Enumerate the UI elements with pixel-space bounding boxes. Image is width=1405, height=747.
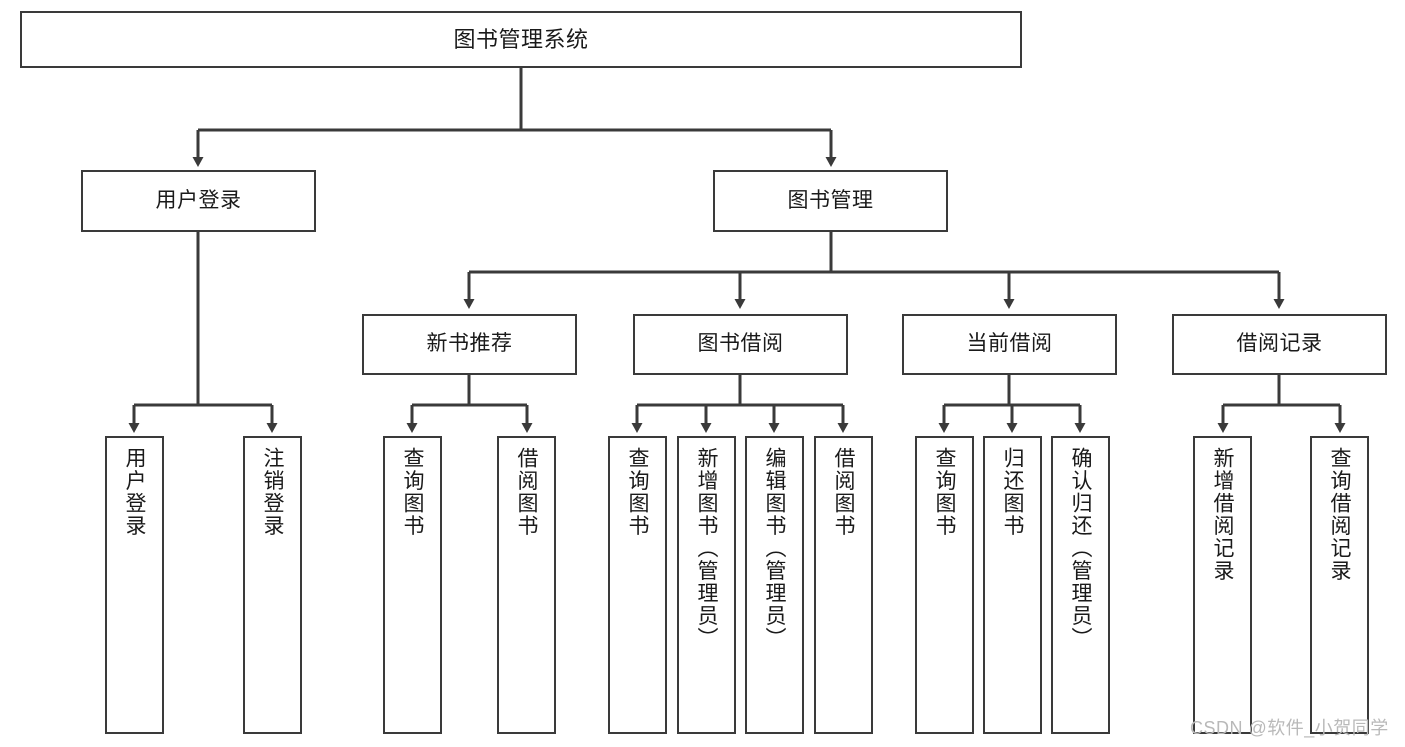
node-label: 图书管理 — [787, 188, 874, 212]
node-leaf-user-login[interactable]: 用户登录 — [105, 436, 164, 734]
node-label: 图书管理系统 — [453, 26, 589, 52]
node-label: 用户登录 — [155, 188, 242, 212]
node-label: 查询借阅记录 — [1328, 447, 1351, 582]
node-label: 借阅图书 — [515, 447, 538, 537]
node-leaf-query-book-2[interactable]: 查询图书 — [608, 436, 667, 734]
node-label: 图书借阅 — [697, 332, 784, 356]
node-label: 编辑图书（管理员） — [763, 447, 786, 650]
node-label: 查询图书 — [401, 447, 424, 537]
node-label: 归还图书 — [1001, 447, 1024, 537]
node-user-login[interactable]: 用户登录 — [81, 170, 316, 232]
node-leaf-query-book-3[interactable]: 查询图书 — [915, 436, 974, 734]
node-leaf-query-record[interactable]: 查询借阅记录 — [1310, 436, 1369, 734]
node-leaf-logout[interactable]: 注销登录 — [243, 436, 302, 734]
node-leaf-add-book[interactable]: 新增图书（管理员） — [677, 436, 736, 734]
node-label: 新增借阅记录 — [1211, 447, 1234, 582]
node-label: 新增图书（管理员） — [695, 447, 718, 650]
node-leaf-edit-book[interactable]: 编辑图书（管理员） — [745, 436, 804, 734]
node-leaf-confirm-return[interactable]: 确认归还（管理员） — [1051, 436, 1110, 734]
node-book-borrow[interactable]: 图书借阅 — [633, 314, 848, 375]
node-leaf-query-book-1[interactable]: 查询图书 — [383, 436, 442, 734]
node-label: 查询图书 — [933, 447, 956, 537]
node-book-management[interactable]: 图书管理 — [713, 170, 948, 232]
node-leaf-borrow-book-1[interactable]: 借阅图书 — [497, 436, 556, 734]
node-borrow-record[interactable]: 借阅记录 — [1172, 314, 1387, 375]
node-leaf-return-book[interactable]: 归还图书 — [983, 436, 1042, 734]
node-label: 借阅记录 — [1236, 332, 1323, 356]
node-leaf-borrow-book-2[interactable]: 借阅图书 — [814, 436, 873, 734]
node-label: 确认归还（管理员） — [1069, 447, 1092, 650]
node-new-book-recommend[interactable]: 新书推荐 — [362, 314, 577, 375]
node-label: 借阅图书 — [832, 447, 855, 537]
csdn-watermark: CSDN @软件_小贺同学 — [1190, 718, 1389, 738]
node-label: 用户登录 — [123, 447, 146, 537]
node-book-management-system[interactable]: 图书管理系统 — [20, 11, 1022, 68]
node-label: 当前借阅 — [966, 332, 1053, 356]
node-label: 注销登录 — [261, 447, 284, 537]
node-leaf-add-record[interactable]: 新增借阅记录 — [1193, 436, 1252, 734]
node-current-borrow[interactable]: 当前借阅 — [902, 314, 1117, 375]
node-label: 查询图书 — [626, 447, 649, 537]
node-label: 新书推荐 — [426, 332, 513, 356]
